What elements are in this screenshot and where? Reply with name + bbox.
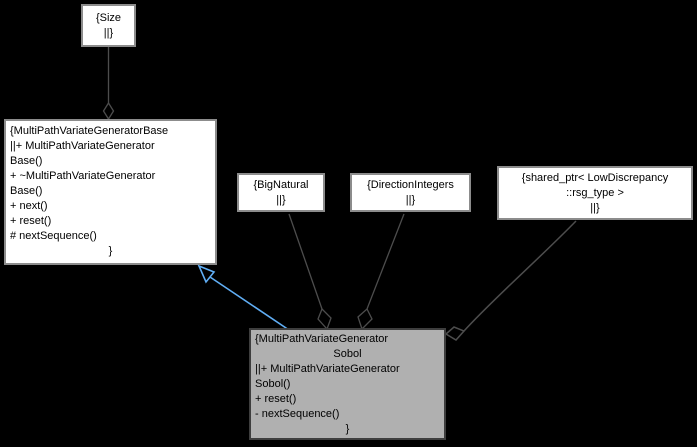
node-directionintegers-line: {DirectionIntegers: [367, 179, 454, 191]
node-bignatural-line: {BigNatural: [253, 179, 309, 191]
node-base-line: ||+ MultiPathVariateGenerator: [10, 140, 155, 152]
node-base-line: Base(): [10, 155, 43, 167]
node-sobol-line: {MultiPathVariateGenerator: [255, 333, 389, 345]
node-size[interactable]: {Size ||}: [81, 4, 136, 47]
node-size-line: {Size: [95, 12, 122, 24]
node-sobol-line: Sobol(): [255, 378, 291, 390]
node-base-line: + ~MultiPathVariateGenerator: [10, 170, 156, 182]
node-sharedptr-line: {shared_ptr< LowDiscrepancy: [521, 172, 669, 184]
node-sobol-line: - nextSequence(): [255, 408, 340, 420]
node-directionintegers[interactable]: {DirectionIntegers ||}: [350, 173, 471, 212]
node-bignatural-line: ||}: [276, 194, 286, 206]
node-base-line: {MultiPathVariateGeneratorBase: [10, 125, 169, 137]
edge-bignatural-to-sobol: [288, 213, 332, 331]
node-base-line: + reset(): [10, 215, 52, 227]
node-multipathvariategeneratorsobol[interactable]: {MultiPathVariateGenerator Sobol ||+ Mul…: [249, 328, 446, 440]
node-sharedptr-line: ||}: [590, 202, 600, 214]
node-sobol-line: + reset(): [255, 393, 297, 405]
node-base-line: + next(): [10, 200, 48, 212]
node-sobol-line: ||+ MultiPathVariateGenerator: [255, 363, 400, 375]
node-base-line: Base(): [10, 185, 43, 197]
node-sharedptr-line: ::rsg_type >: [566, 187, 624, 199]
node-base-line: # nextSequence(): [10, 230, 97, 242]
node-size-line: ||}: [103, 27, 114, 39]
node-sobol-line: Sobol: [333, 348, 362, 360]
edge-directionintegers-to-sobol: [357, 213, 405, 331]
node-multipathvariategeneratorbase[interactable]: {MultiPathVariateGeneratorBase ||+ Multi…: [4, 119, 217, 265]
node-sobol-line: }: [345, 423, 350, 435]
edge-sharedptr-to-sobol: [444, 220, 577, 341]
node-sharedptr-lowdiscrepancy-rsgtype[interactable]: {shared_ptr< LowDiscrepancy ::rsg_type >…: [497, 166, 693, 220]
edge-size-to-base: [102, 47, 115, 121]
node-base-line: }: [108, 245, 113, 257]
node-bignatural[interactable]: {BigNatural ||}: [237, 173, 325, 212]
edge-sobol-inherits-base: [197, 264, 290, 331]
node-directionintegers-line: ||}: [405, 194, 416, 206]
